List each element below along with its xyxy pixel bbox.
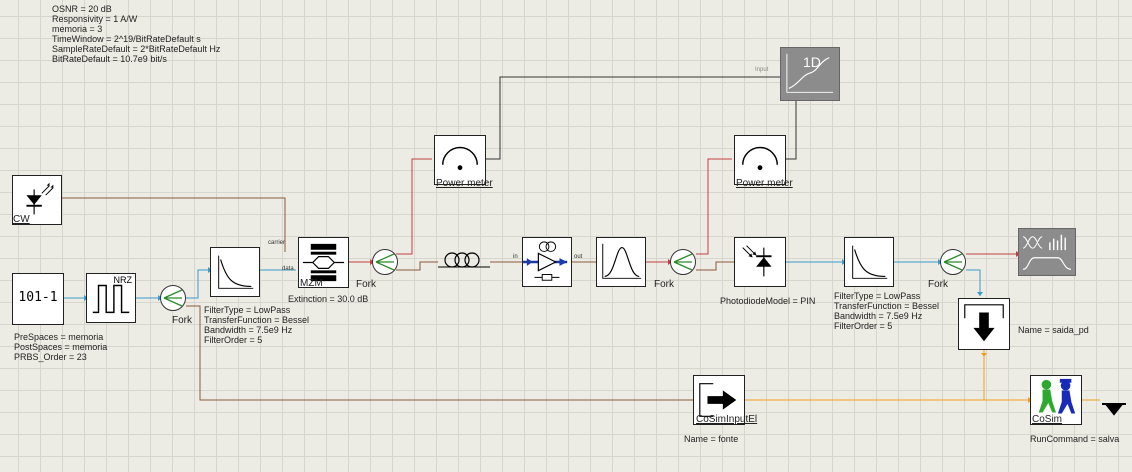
filter-2-params: FilterType = LowPass TransferFunction = … (834, 291, 939, 331)
wire-fork-to-saida (966, 269, 981, 296)
prbs-param: PostSpaces = memoria (14, 342, 108, 352)
nrz-pulse-block[interactable]: NRZ (86, 273, 136, 323)
amp-in-port: in (513, 254, 518, 260)
amp-out-port: out (574, 254, 583, 260)
filter-1-params: FilterType = LowPass TransferFunction = … (204, 305, 309, 345)
power-meter-2-block[interactable] (734, 135, 786, 185)
wire-pm1-to-plot (486, 76, 780, 160)
cw-laser-block[interactable] (12, 175, 62, 225)
filter-param: Bandwidth = 7.5e9 Hz (204, 325, 293, 335)
global-param: Responsivity = 1 A/W (52, 14, 138, 24)
saida-output-block[interactable] (958, 298, 1010, 350)
saida-param: Name = saida_pd (1018, 325, 1089, 335)
scope-icon (1022, 234, 1072, 270)
fork-2[interactable] (372, 249, 398, 275)
lowpass-icon (852, 245, 888, 279)
fiber-coil-icon[interactable] (438, 248, 490, 274)
cw-label: CW (13, 214, 30, 225)
filter-param: Bandwidth = 7.5e9 Hz (834, 311, 923, 321)
filter-param: FilterOrder = 5 (204, 335, 263, 345)
fork-1[interactable] (160, 285, 186, 311)
photodiode-param: PhotodiodeModel = PIN (720, 296, 816, 306)
fork-icon (375, 253, 395, 271)
fork-icon (673, 253, 693, 271)
wire-fork-to-cosiminput (186, 305, 693, 401)
plot-1d-label: 1D (803, 54, 821, 70)
optical-amplifier-block[interactable] (522, 237, 572, 287)
lowpass-filter-2-block[interactable] (844, 237, 894, 287)
cosim-label: CoSim (1032, 414, 1063, 425)
cosim-input-label: CoSimInputEl (696, 414, 758, 425)
pulse-icon (92, 284, 130, 314)
plot-1d-block[interactable]: 1D (780, 47, 840, 101)
photodiode-icon (742, 245, 772, 277)
filter-param: TransferFunction = Bessel (834, 301, 939, 311)
power-meter-1-label: Power meter (436, 178, 493, 189)
global-param: SampleRateDefault = 2*BitRateDefault Hz (52, 44, 221, 54)
wire-fork-to-pd (696, 261, 734, 271)
plot-1d-input-port: Input (755, 67, 769, 73)
global-param: OSNR = 20 dB (52, 4, 112, 14)
cosim-input-block[interactable] (693, 375, 745, 425)
wire-fork-to-filter (186, 269, 210, 299)
optical-filter-block[interactable] (596, 237, 646, 287)
ground-icon (1102, 403, 1126, 416)
mzm-modulator-block[interactable] (298, 237, 349, 288)
cosim-param: RunCommand = salva (1030, 434, 1120, 444)
global-param: BitRateDefault = 10.7e9 bit/s (52, 54, 167, 64)
power-meter-icon (742, 146, 778, 171)
lowpass-icon (218, 255, 254, 289)
down-arrow-icon (964, 304, 1004, 342)
wire-cw-to-mzm (62, 197, 286, 252)
power-meter-1-block[interactable] (434, 135, 486, 185)
mzm-extinction-param: Extinction = 30.0 dB (288, 294, 369, 304)
prbs-param: PRBS_Order = 23 (14, 352, 87, 362)
fork-3-label: Fork (654, 279, 674, 290)
global-parameters: OSNR = 20 dB Responsivity = 1 A/W memori… (52, 4, 220, 64)
fork-icon (943, 253, 963, 271)
wire-fork-to-pm1 (396, 158, 432, 255)
wire-fork-to-pm2 (696, 158, 732, 255)
nrz-label: NRZ (113, 275, 133, 285)
right-arrow-icon (699, 383, 737, 417)
modulator-icon (302, 243, 345, 282)
prbs-params: PreSpaces = memoria PostSpaces = memoria… (14, 332, 107, 362)
plot-1d-icon (786, 53, 834, 93)
global-param: memoria = 3 (52, 24, 103, 34)
wire-fork-to-fiber (396, 261, 438, 271)
fork-1-label: Fork (172, 315, 192, 326)
power-meter-2-label: Power meter (736, 178, 793, 189)
fork-2-label: Fork (356, 279, 376, 290)
prbs-icon-text: 101-1 (18, 290, 58, 305)
filter-param: FilterOrder = 5 (834, 321, 893, 331)
global-param: TimeWindow = 2^19/BitRateDefault s (52, 34, 201, 44)
laser-diode-icon (26, 182, 54, 215)
wire-saida-to-cosim (983, 350, 1030, 401)
fork-4[interactable] (940, 249, 966, 275)
filter-param: FilterType = LowPass (204, 305, 291, 315)
amplifier-icon (523, 241, 568, 281)
photodiode-block[interactable] (734, 237, 786, 287)
prbs-generator-block[interactable]: 101-1 (12, 273, 64, 325)
wire-pm2-to-plot (786, 82, 797, 160)
fork-4-label: Fork (928, 279, 948, 290)
scope-block[interactable] (1018, 228, 1076, 276)
prbs-param: PreSpaces = memoria (14, 332, 104, 342)
mzm-data-port: data (282, 266, 294, 272)
cosim-input-param: Name = fonte (684, 434, 739, 444)
lowpass-filter-1-block[interactable] (210, 247, 260, 297)
mzm-label: MZM (300, 278, 323, 289)
filter-param: FilterType = LowPass (834, 291, 921, 301)
cosim-figures-icon (1038, 378, 1076, 414)
mzm-carrier-port: carrier (268, 240, 286, 246)
fork-3[interactable] (670, 249, 696, 275)
power-meter-icon (442, 146, 478, 171)
cosim-block[interactable] (1030, 375, 1082, 425)
fork-icon (163, 289, 183, 307)
bandpass-icon (602, 243, 642, 279)
filter-param: TransferFunction = Bessel (204, 315, 309, 325)
